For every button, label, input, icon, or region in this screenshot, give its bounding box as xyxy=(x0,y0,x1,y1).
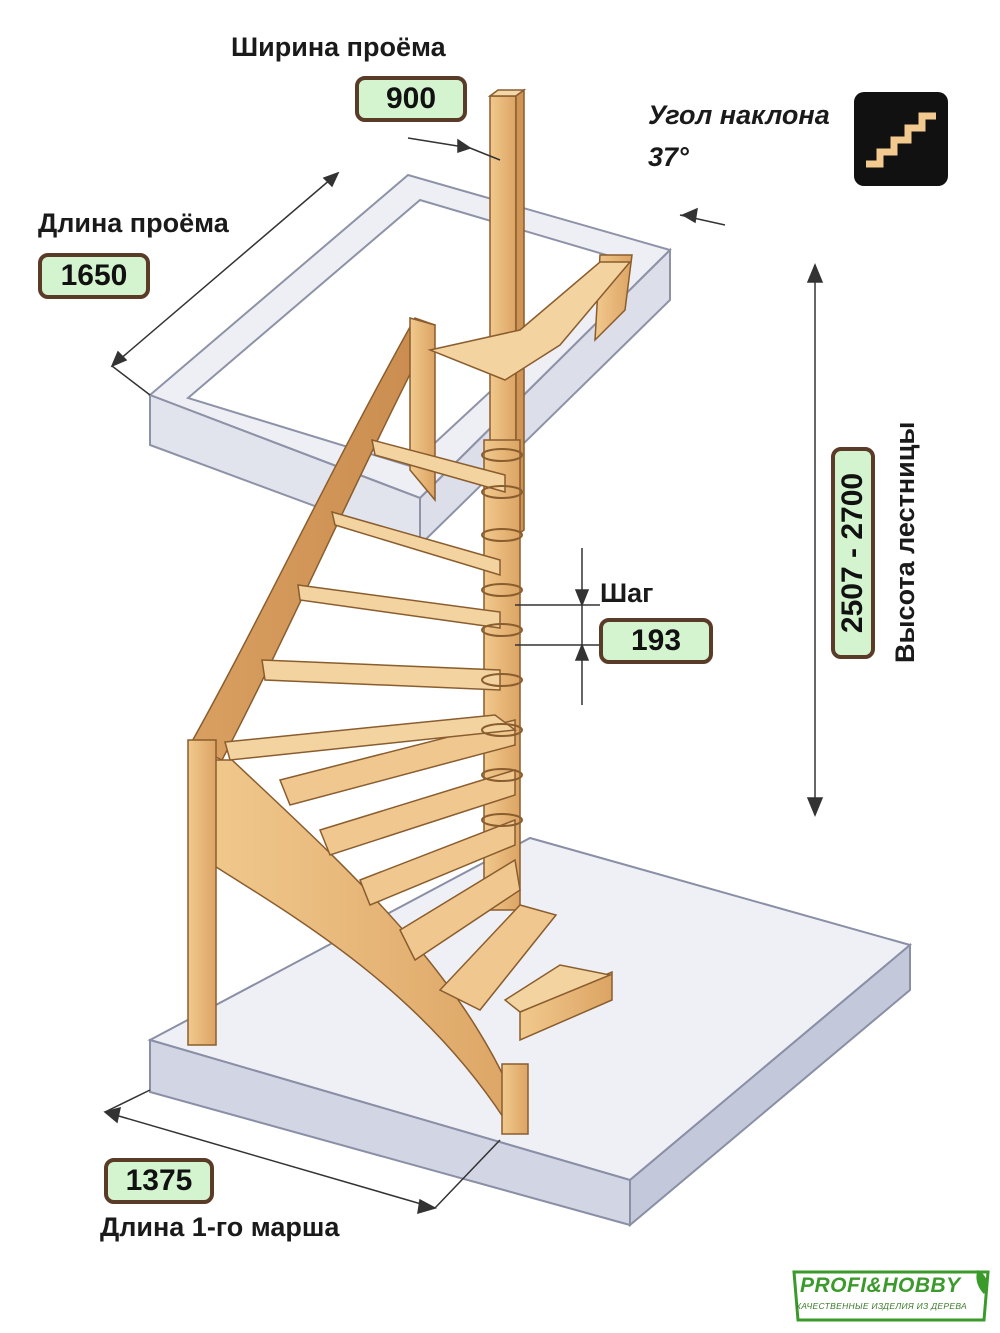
opening-width-label: Ширина проёма xyxy=(231,32,446,62)
stair-treads xyxy=(224,261,632,1042)
opening-length-badge: 1650 xyxy=(38,253,150,299)
pole-rings xyxy=(481,448,523,827)
stair-height-label: Высота лестницы xyxy=(890,421,920,663)
opening-width-badge: 900 xyxy=(355,76,467,122)
incline-angle-label: Угол наклона xyxy=(648,100,830,130)
first-flight-badge: 1375 xyxy=(104,1158,214,1204)
stair-height-value: 2507 - 2700 xyxy=(836,472,869,634)
opening-length-value: 1650 xyxy=(60,259,128,292)
first-flight-value: 1375 xyxy=(125,1164,193,1197)
incline-angle-value: 37° xyxy=(648,142,689,172)
opening-width-value: 900 xyxy=(385,82,437,115)
stair-height-badge xyxy=(831,447,875,659)
opening-length-label: Длина проёма xyxy=(38,208,229,238)
dimension-lines xyxy=(103,137,824,1215)
logo-tagline: КАЧЕСТВЕННЫЕ ИЗДЕЛИЯ ИЗ ДЕРЕВА xyxy=(796,1301,967,1311)
first-flight-label: Длина 1-го марша xyxy=(100,1212,340,1242)
step-value: 193 xyxy=(630,624,682,657)
brand-logo: PROFI&HOBBY КАЧЕСТВЕННЫЕ ИЗДЕЛИЯ ИЗ ДЕРЕ… xyxy=(790,1268,994,1324)
logo-name: PROFI&HOBBY xyxy=(800,1274,961,1297)
stringer xyxy=(187,254,633,1135)
step-label: Шаг xyxy=(600,578,654,608)
step-badge: 193 xyxy=(599,618,713,664)
stairs-icon xyxy=(854,92,948,186)
